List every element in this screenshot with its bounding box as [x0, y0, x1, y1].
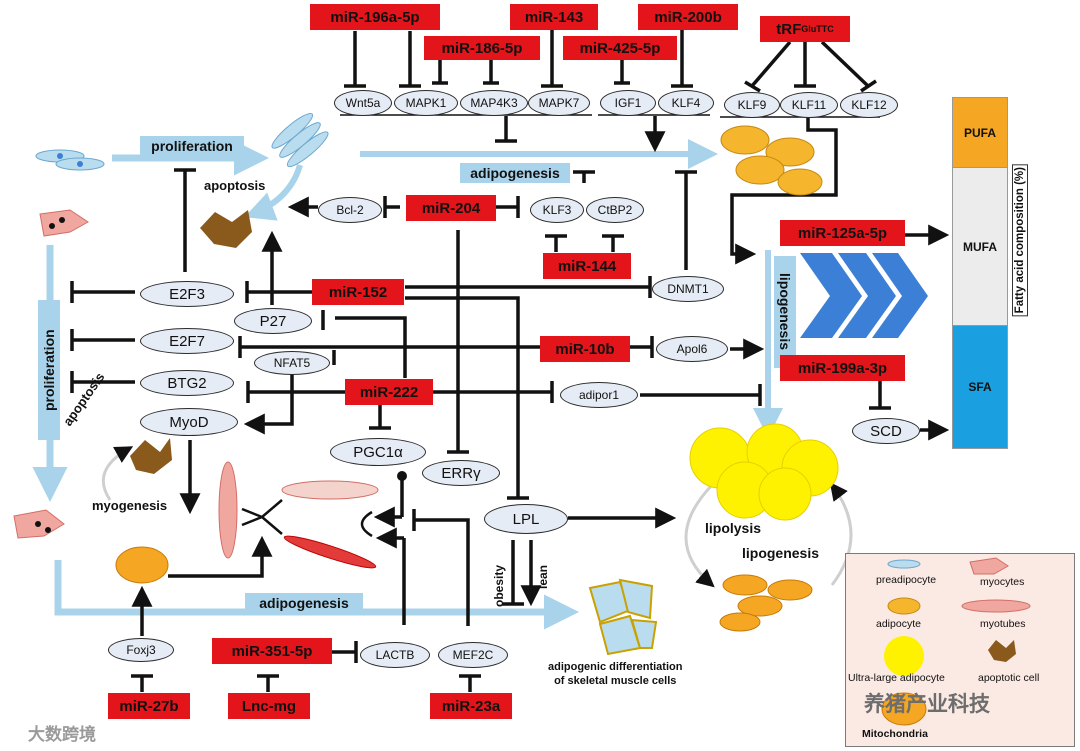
- mirna-10b: miR-10b: [540, 336, 630, 362]
- mirna-200b: miR-200b: [638, 4, 738, 30]
- myogenesis-label: myogenesis: [92, 498, 168, 513]
- gene-lactb: LACTB: [360, 642, 430, 668]
- gene-myod: MyoD: [140, 408, 238, 436]
- legend-myocytes: myocytes: [980, 576, 1025, 588]
- gene-klf11: KLF11: [780, 92, 838, 118]
- mitochondrion-cell: [115, 546, 169, 584]
- legend-adipocyte: adipocyte: [876, 618, 921, 630]
- adipocyte-cells-top: [720, 125, 823, 196]
- mirna-27b: miR-27b: [108, 693, 190, 719]
- adipocyte-cells-bottom: [719, 574, 813, 632]
- myotube-cells: [218, 461, 379, 569]
- gene-map4k3: MAP4K3: [460, 90, 528, 116]
- gene-p27: P27: [234, 308, 312, 334]
- legend-mitochondria: Mitochondria: [862, 728, 928, 740]
- proliferation-left-label: proliferation: [38, 300, 60, 440]
- gene-e2f3: E2F3: [140, 281, 234, 307]
- lipogenesis-vertical-label: lipogenesis: [774, 256, 796, 368]
- gene-foxj3: Foxj3: [108, 638, 174, 662]
- gene-wnt5a: Wnt5a: [334, 90, 392, 116]
- apoptotic-cells: [130, 210, 252, 474]
- mirna-186-5p: miR-186-5p: [424, 36, 540, 60]
- gene-scd: SCD: [852, 418, 920, 444]
- mirna-199a-3p: miR-199a-3p: [780, 355, 905, 381]
- legend-apoptotic-cell: apoptotic cell: [978, 672, 1040, 684]
- gene-adipor1: adipor1: [560, 382, 638, 408]
- gene-lpl: LPL: [484, 504, 568, 534]
- gene-klf9: KLF9: [724, 92, 780, 118]
- legend-swatches: [881, 557, 1031, 726]
- ultra-large-adipocytes: [689, 423, 839, 521]
- preadipocyte-cells: [35, 112, 329, 171]
- legend-preadipocyte: preadipocyte: [876, 574, 937, 586]
- adipogenesis-bottom-label: adipogenesis: [245, 593, 363, 613]
- fatty-acid-axis-title: Fatty acid composition (%): [1012, 163, 1028, 317]
- lipogenesis-chevrons: [800, 253, 928, 338]
- gene-klf4: KLF4: [658, 90, 714, 116]
- lipolysis-label: lipolysis: [705, 520, 762, 536]
- gene-mapk1: MAPK1: [394, 90, 458, 116]
- gene-nfat5: NFAT5: [254, 351, 330, 375]
- adipogenesis-top-label: adipogenesis: [460, 163, 570, 183]
- apoptosis-top-label: apoptosis: [204, 178, 266, 193]
- mirna-196a-5p: miR-196a-5p: [310, 4, 440, 30]
- legend-ultra-large-adipocyte: Ultra-large adipocyte: [848, 672, 945, 684]
- adipogenic-diff-label: adipogenic differentiation of skeletal m…: [548, 661, 683, 687]
- gene-igf1: IGF1: [600, 90, 656, 116]
- mirna-125a-5p: miR-125a-5p: [780, 220, 905, 246]
- gene-apol6: Apol6: [656, 336, 728, 362]
- mirna-222: miR-222: [345, 379, 433, 405]
- gene-e2f7: E2F7: [140, 328, 234, 354]
- cell-type-legend: preadipocyte myocytes adipocyte myotubes…: [845, 553, 1075, 747]
- gene-mapk7: MAPK7: [528, 90, 590, 116]
- gene-btg2: BTG2: [140, 370, 234, 396]
- watermark-bottom-left: 大数跨境: [28, 725, 96, 744]
- gene-dnmt1: DNMT1: [652, 276, 724, 302]
- fatty-acid-segment-sfa: SFA: [952, 325, 1008, 449]
- mirna-204: miR-204: [406, 195, 496, 221]
- mirna-23a: miR-23a: [430, 693, 512, 719]
- mirna-425-5p: miR-425-5p: [563, 36, 677, 60]
- fatty-acid-segment-pufa: PUFA: [952, 97, 1008, 169]
- gene-pgc1a: PGC1α: [330, 438, 426, 466]
- mirna-351-5p: miR-351-5p: [212, 638, 332, 664]
- fatty-acid-segment-mufa: MUFA: [952, 167, 1008, 327]
- obesity-label: obesity: [492, 565, 506, 608]
- skeletal-muscle-cells: [588, 578, 658, 656]
- mirna-152: miR-152: [312, 279, 404, 305]
- proliferation-top-label: proliferation: [140, 136, 244, 156]
- lnc-mg: Lnc-mg: [228, 693, 310, 719]
- lipogenesis-cycle-label: lipogenesis: [742, 545, 820, 561]
- gene-errg: ERRγ: [422, 460, 500, 486]
- watermark-bottom-right: 养猪产业科技: [864, 693, 990, 716]
- gene-ctbp2: CtBP2: [586, 197, 644, 223]
- legend-myotubes: myotubes: [980, 618, 1026, 630]
- lean-label: lean: [536, 565, 550, 590]
- gene-klf3: KLF3: [530, 197, 584, 223]
- mirna-144: miR-144: [543, 253, 631, 279]
- mirna-143: miR-143: [510, 4, 598, 30]
- gene-klf12: KLF12: [840, 92, 898, 118]
- gene-bcl2: Bcl-2: [318, 197, 382, 223]
- gene-mef2c: MEF2C: [438, 642, 508, 668]
